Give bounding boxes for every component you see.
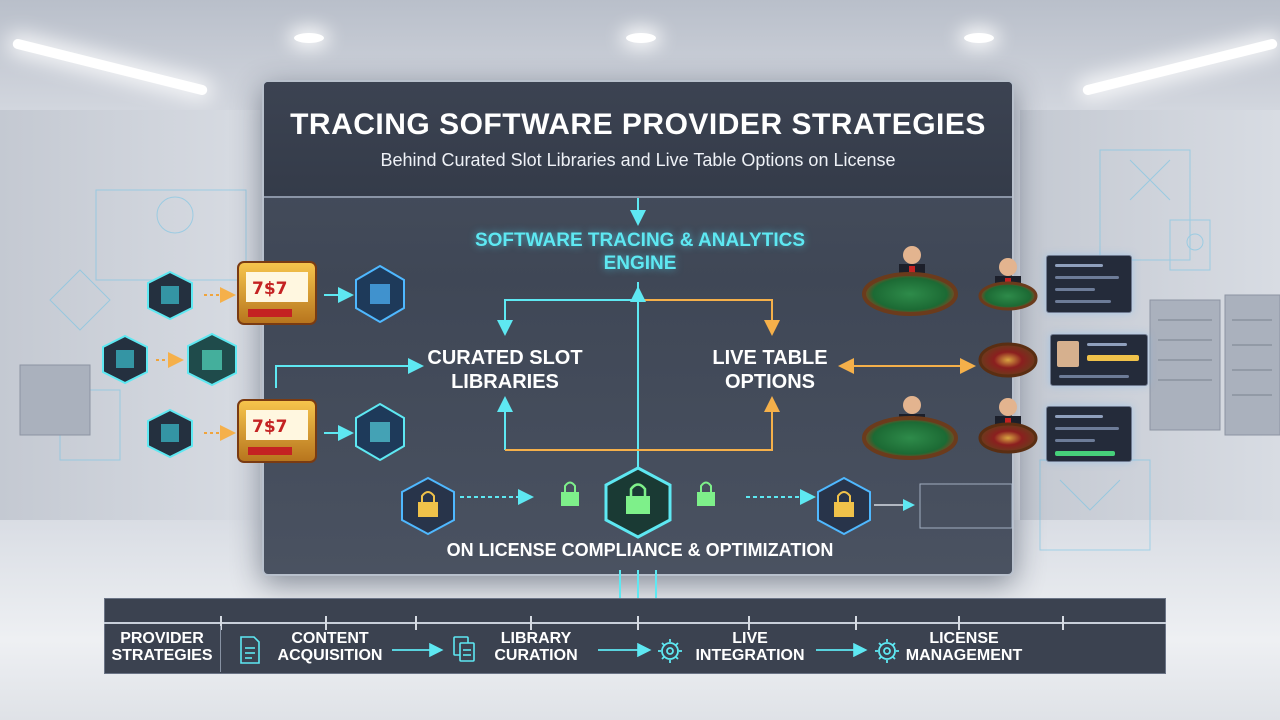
card-line [1055,288,1095,291]
process-timeline [104,598,1166,674]
card-line [1055,427,1119,430]
lock-icon [817,476,871,536]
page-subtitle: Behind Curated Slot Libraries and Live T… [380,150,896,170]
main-panel: TRACING SOFTWARE PROVIDER STRATEGIES Beh… [262,80,1014,576]
card-line [1055,276,1119,279]
panel-header: TRACING SOFTWARE PROVIDER STRATEGIES Beh… [264,82,1012,198]
poker-table [978,281,1038,311]
cube-icon [102,334,148,385]
engine-label: SOFTWARE TRACING & ANALYTICS ENGINE [474,230,806,274]
card-line [1087,343,1127,346]
timeline-tick [1062,616,1064,630]
lock-icon [401,476,455,536]
hexagon-chip-icon [355,402,405,462]
arrow-engine-slots [497,299,638,336]
card-line [1059,375,1129,378]
timeline-tick [958,616,960,630]
timeline-tick [748,616,750,630]
left-wall [0,110,260,530]
card-line [1055,415,1103,418]
timeline-tick [637,616,639,630]
card-line [1055,264,1103,267]
page-title: TRACING SOFTWARE PROVIDER STRATEGIES [290,108,986,141]
arrow-loop-live [505,396,780,451]
gear-icon [658,639,682,663]
timeline-divider [220,626,221,672]
cube-icon [187,332,237,387]
timeline-step-library: LIBRARY CURATION [494,630,578,664]
central-lock-icon [604,466,672,539]
roulette-wheel [978,422,1038,454]
card-line [1055,439,1095,442]
timeline-tick [220,616,222,630]
lock-icon [561,481,579,506]
document-icon [240,636,260,664]
card-line [1055,300,1111,303]
svg-text:7$7: 7$7 [252,417,288,437]
arrow-slots-in [275,358,424,388]
arrow-engine-live [638,299,780,336]
lock-icon [697,481,715,506]
dealer-profile-card [1050,334,1148,386]
gear-icon [875,639,899,663]
document-hologram [919,483,1013,529]
timeline-tick [415,616,417,630]
timeline-tick [325,616,327,630]
timeline-step-license: LICENSE MANAGEMENT [905,630,1023,664]
slot-libraries-label: CURATED SLOT LIBRARIES [427,347,583,393]
card-line [1087,355,1139,361]
timeline-tick [530,616,532,630]
ceiling-light [964,33,994,43]
blackjack-table [862,416,958,460]
stats-card [1046,406,1132,462]
ceiling-light [294,33,324,43]
stats-card [1046,255,1132,313]
cube-icon [147,408,193,459]
slot-machine-icon: 7$7 [237,399,317,463]
avatar [1057,341,1079,367]
timeline-provider-strategies: PROVIDER STRATEGIES [111,630,213,664]
compliance-label: ON LICENSE COMPLIANCE & OPTIMIZATION [446,540,834,560]
roulette-wheel [978,342,1038,378]
timeline-step-content: CONTENT ACQUISITION [277,630,383,664]
cube-icon [147,270,193,321]
timeline-rule [104,622,1166,624]
live-table-label: LIVE TABLE OPTIONS [712,347,828,393]
timeline-step-live: LIVE INTEGRATION [695,630,805,664]
slot-machine-icon: 7$7 [237,261,317,325]
blackjack-table [862,272,958,316]
documents-icon [453,636,475,662]
hexagon-chip-icon [355,264,405,324]
svg-text:7$7: 7$7 [252,279,288,299]
card-line [1055,451,1115,456]
ceiling-light [626,33,656,43]
timeline-tick [855,616,857,630]
